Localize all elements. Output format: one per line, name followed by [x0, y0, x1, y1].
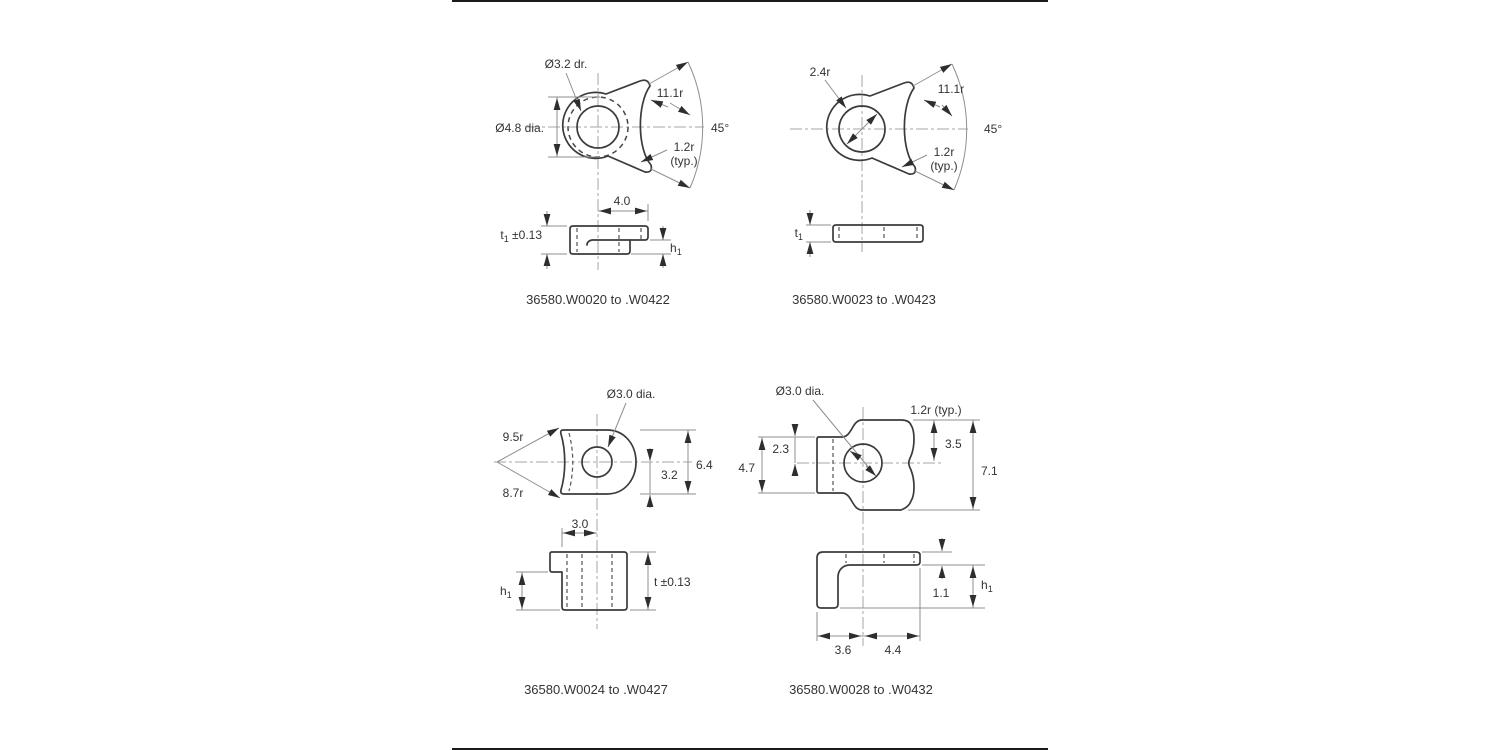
part4-arm-thickness-label: 1.1 — [933, 586, 950, 600]
part3-caption: 36580.W0024 to .W0427 — [524, 682, 668, 697]
part4-centerlines — [797, 407, 941, 646]
part2-boss-radius-label: 2.4r — [810, 65, 831, 79]
part2-top-view — [825, 81, 917, 175]
part3-half-height-label: 3.2 — [661, 468, 678, 482]
part4-height-dimensions — [908, 419, 980, 511]
part1-width-label: 4.0 — [614, 194, 631, 208]
part1-height-dimension — [631, 226, 671, 268]
part4-hole — [843, 443, 883, 483]
part4-base-dimensions — [816, 568, 921, 641]
part1-top-view — [561, 79, 653, 173]
part1-boss-label: Ø4.8 dia. — [495, 121, 544, 135]
part2-outline — [825, 81, 917, 175]
part3-hidden-arc — [568, 432, 574, 492]
part2-centerlines — [790, 75, 968, 252]
part4-leaders — [812, 399, 877, 477]
part3-h-label: h1 — [500, 584, 512, 600]
part2-caption: 36580.W0023 to .W0423 — [792, 292, 936, 307]
part3-outline — [559, 429, 637, 495]
part3-side-view — [549, 551, 628, 611]
part4-caption: 36580.W0028 to .W0432 — [789, 682, 933, 697]
part4-tab-half-label: 2.3 — [772, 442, 789, 456]
part3-height-dimension — [640, 429, 696, 495]
part4-height-label: 7.1 — [981, 464, 998, 478]
part4-tab-height-label: 4.7 — [738, 461, 755, 475]
part3-side-outline — [549, 551, 628, 611]
part1-leaders — [565, 72, 691, 163]
part1-side-view — [569, 225, 649, 255]
part2-typ-radius-label2: (typ.) — [930, 159, 957, 173]
part3-thickness-dimension — [630, 551, 656, 611]
part1-hole — [576, 105, 620, 149]
part4-outline — [816, 419, 915, 511]
part1-caption: 36580.W0020 to .W0422 — [526, 292, 670, 307]
part3-bottom-radius-label: 8.7r — [503, 486, 524, 500]
part1-h-label: h1 — [670, 241, 682, 257]
part3-hole-label: Ø3.0 dia. — [607, 387, 656, 401]
part3-height-label: 6.4 — [696, 458, 713, 472]
part1-angle-dimension — [648, 61, 704, 189]
part4-top-half-label: 3.5 — [945, 437, 962, 451]
part1-typ-radius-label: 1.2r — [674, 140, 695, 154]
part1-outline — [561, 79, 653, 173]
part4-h-label: h1 — [981, 578, 993, 594]
part1-thickness-dimension — [541, 211, 567, 269]
part4-arm-dimensions — [840, 538, 985, 609]
part3-hole — [581, 446, 613, 478]
part4-top-view — [816, 419, 915, 511]
part3-thickness-label: t ±0.13 — [654, 575, 691, 589]
part3-width-dimension — [561, 528, 597, 547]
part2-side-outline — [832, 224, 924, 243]
part4-side-outline — [816, 551, 921, 609]
part4-hole-label: Ø3.0 dia. — [776, 384, 825, 398]
part2-angle-label: 45° — [984, 122, 1002, 136]
part4-typ-radius-label: 1.2r (typ.) — [910, 403, 961, 417]
part3-h1-dimension — [516, 571, 560, 611]
part1-thickness-label: t1 ±0.13 — [500, 228, 542, 244]
part1-drill-label: Ø3.2 dr. — [545, 57, 588, 71]
part4-tab-dimensions — [758, 424, 815, 494]
part4: Ø3.0 dia. 1.2r (typ.) 2.3 4.7 3.5 7.1 1.… — [738, 384, 998, 697]
part2-radius-label: 11.1r — [938, 82, 964, 96]
part2-side-view — [832, 224, 924, 243]
part1-radius-label: 11.1r — [657, 86, 683, 100]
part1-width-dimension — [598, 204, 649, 221]
part2-thickness-label: t1 — [795, 226, 803, 242]
part3-top-view — [559, 429, 637, 495]
part4-side-view — [816, 551, 921, 609]
part1-side-outline — [569, 225, 649, 255]
part2-typ-radius-label: 1.2r — [934, 145, 955, 159]
part4-leg-width-label: 3.6 — [835, 643, 852, 657]
part2-hole — [838, 105, 886, 153]
part3-top-radius-label: 9.5r — [503, 430, 524, 444]
part2-angle-dimension — [912, 63, 968, 191]
part2: 2.4r 11.1r 45° 1.2r (typ.) t1 36580.W002… — [790, 63, 1002, 307]
part2-leaders — [824, 79, 953, 168]
part1: Ø3.2 dr. Ø4.8 dia. 11.1r 45° 1.2r (typ.)… — [495, 57, 729, 307]
part1-typ-radius-label2: (typ.) — [670, 154, 697, 168]
part3-radius-dimensions — [496, 402, 627, 499]
part3-centerlines — [494, 414, 692, 629]
part3-width-label: 3.0 — [572, 517, 589, 531]
part1-boss-dimension — [548, 96, 600, 158]
part1-step-line — [586, 239, 631, 246]
part2-thickness-dimension — [806, 210, 831, 257]
part4-arm-width-label: 4.4 — [885, 643, 902, 657]
part3: 9.5r 8.7r Ø3.0 dia. 6.4 3.2 3.0 h1 t ±0.… — [494, 387, 713, 697]
part1-angle-label: 45° — [711, 121, 729, 135]
